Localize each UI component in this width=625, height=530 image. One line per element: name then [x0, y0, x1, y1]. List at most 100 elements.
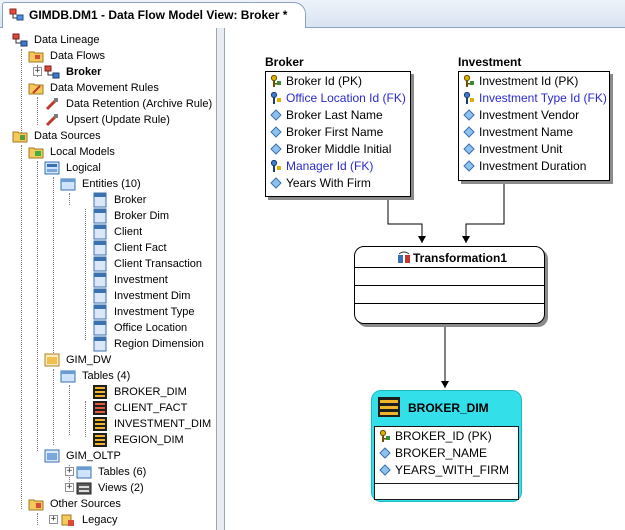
tree-label: Broker	[114, 194, 147, 206]
transformation-icon	[398, 251, 410, 263]
relationship-lines	[387, 182, 505, 388]
attribute-row[interactable]: BROKER_NAME	[375, 445, 518, 462]
entity-icon	[93, 256, 107, 272]
attribute-icon	[463, 109, 475, 121]
attribute-label: Office Location Id (FK)	[286, 91, 406, 105]
attribute-row[interactable]: Investment Vendor	[459, 107, 609, 124]
attribute-row[interactable]: Investment Type Id (FK)	[459, 90, 609, 107]
attribute-row[interactable]: YEARS_WITH_FIRM	[375, 462, 518, 479]
tree-label: Other Sources	[50, 498, 121, 510]
attribute-row[interactable]: BROKER_ID (PK)	[375, 428, 518, 445]
tree-label: Data Lineage	[34, 34, 100, 46]
entity-icon	[93, 304, 107, 320]
tree-label: Client Fact	[114, 242, 167, 254]
data-flows-folder-icon	[28, 51, 44, 63]
attribute-row[interactable]: Broker First Name	[266, 124, 410, 141]
entities-folder-icon	[60, 178, 76, 191]
data-flow-model-icon	[9, 8, 24, 21]
primary-key-icon	[270, 75, 281, 87]
attribute-row[interactable]: Manager Id (FK)	[266, 158, 410, 175]
model-explorer-tree[interactable]: Data Lineage Data Flows + Broker Data Mo…	[0, 28, 217, 530]
tab-data-flow-model-view[interactable]: GIMDB.DM1 - Data Flow Model View: Broker…	[2, 2, 307, 29]
attribute-icon	[463, 143, 475, 155]
foreign-key-icon	[463, 92, 474, 104]
table-icon	[93, 385, 107, 399]
tree-label: GIM_OLTP	[66, 450, 121, 462]
attribute-row[interactable]: Investment Id (PK)	[459, 73, 609, 90]
tree-label: Broker Dim	[114, 210, 170, 222]
tree-label: Data Flows	[50, 50, 106, 62]
data-lineage-icon	[12, 33, 28, 47]
legacy-source-icon	[61, 514, 74, 526]
attribute-label: Broker Id (PK)	[286, 74, 363, 88]
attribute-row[interactable]: Office Location Id (FK)	[266, 90, 410, 107]
views-folder-icon	[76, 482, 92, 495]
entity-icon	[93, 224, 107, 240]
tree-label: Investment	[114, 274, 168, 286]
tree-label: Tables (6)	[98, 466, 147, 478]
attribute-label: Investment Unit	[479, 142, 563, 156]
attribute-label: Manager Id (FK)	[286, 159, 374, 173]
tables-folder-icon	[60, 370, 76, 383]
attribute-icon	[379, 464, 391, 476]
tree-label: Client	[114, 226, 143, 238]
attribute-label: Investment Id (PK)	[479, 74, 579, 88]
physical-model-icon	[44, 353, 60, 367]
rule-icon	[45, 114, 58, 127]
tree-label: Region Dimension	[114, 338, 204, 350]
other-sources-folder-icon	[28, 499, 44, 511]
attribute-row[interactable]: Broker Last Name	[266, 107, 410, 124]
attribute-row[interactable]: Investment Name	[459, 124, 609, 141]
foreign-key-icon	[270, 160, 281, 172]
attribute-icon	[463, 126, 475, 138]
tree-label: Investment Dim	[114, 290, 191, 302]
entity-icon	[93, 272, 107, 288]
attribute-icon	[270, 143, 282, 155]
attribute-icon	[270, 109, 282, 121]
expand-toggle[interactable]: +	[49, 514, 58, 524]
tree-label: Data Sources	[34, 130, 101, 142]
entity-icon	[93, 288, 107, 304]
attribute-icon	[379, 447, 391, 459]
tab-bar: GIMDB.DM1 - Data Flow Model View: Broker…	[0, 0, 625, 29]
attribute-row[interactable]: Broker Id (PK)	[266, 73, 410, 90]
transformation-node[interactable]: Transformation1	[354, 246, 545, 324]
panel-splitter[interactable]	[217, 28, 225, 530]
tree-label: Entities (10)	[82, 178, 141, 190]
tree-label: Local Models	[50, 146, 115, 158]
tree-label: Broker	[66, 66, 102, 78]
attribute-label: Broker First Name	[286, 125, 384, 139]
diagram-canvas[interactable]: Broker Broker Id (PK)Office Location Id …	[226, 28, 625, 530]
entity-icon	[93, 192, 107, 208]
transformation-title: Transformation1	[413, 251, 508, 265]
foreign-key-icon	[270, 92, 281, 104]
expand-toggle[interactable]: +	[65, 482, 74, 492]
attribute-row[interactable]: Investment Duration	[459, 158, 609, 175]
table-icon	[93, 417, 107, 431]
tab-title: GIMDB.DM1 - Data Flow Model View: Broker…	[29, 8, 288, 22]
tree-label: Legacy	[82, 514, 118, 526]
attribute-row[interactable]: Broker Middle Initial	[266, 141, 410, 158]
attribute-icon	[270, 126, 282, 138]
tree-label: Upsert (Update Rule)	[66, 114, 170, 126]
rule-icon	[45, 98, 58, 111]
expand-toggle[interactable]: +	[33, 66, 42, 76]
attribute-label: Investment Vendor	[479, 108, 580, 122]
broker-entity[interactable]: Broker Id (PK) Office Location Id (FK) Bro…	[265, 71, 411, 197]
attribute-row[interactable]: Investment Unit	[459, 141, 609, 158]
attribute-row[interactable]: Years With Firm	[266, 175, 410, 192]
rules-folder-icon	[28, 83, 44, 95]
tree-label: GIM_DW	[66, 354, 112, 366]
local-models-icon	[28, 147, 44, 159]
entity-icon	[93, 320, 107, 336]
attribute-label: Investment Duration	[479, 159, 587, 173]
attribute-label: BROKER_ID (PK)	[395, 429, 492, 443]
tree-label: Data Retention (Archive Rule)	[66, 98, 213, 110]
investment-entity[interactable]: Investment Id (PK) Investment Type Id (FK…	[458, 71, 610, 181]
entity-icon	[93, 240, 107, 256]
expand-toggle[interactable]: +	[65, 466, 74, 476]
attribute-label: BROKER_NAME	[395, 446, 488, 460]
table-icon	[93, 433, 107, 447]
investment-entity-title: Investment	[458, 55, 522, 69]
